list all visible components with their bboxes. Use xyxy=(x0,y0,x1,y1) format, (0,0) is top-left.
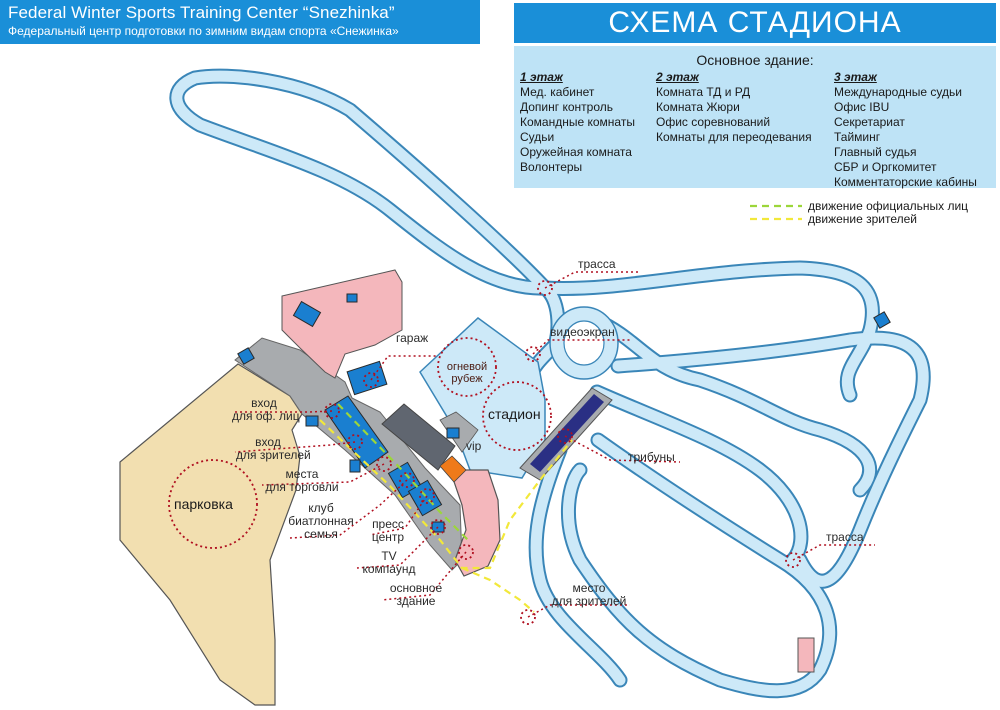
parking-small xyxy=(237,347,255,365)
header-subtitle-ru: Федеральный центр подготовки по зимним в… xyxy=(8,24,399,38)
floor1-item: Допинг контроль xyxy=(520,100,613,114)
legend-panel: Основное здание: 1 этаж Мед. кабинет Доп… xyxy=(514,46,996,190)
legend-floor2: 2 этаж Комната ТД и РД Комната Жюри Офис… xyxy=(656,70,812,145)
label-stadium: стадион xyxy=(488,406,541,422)
label-spectator-place: место для зрителей xyxy=(546,582,632,608)
label-trade: места для торговли xyxy=(260,468,344,494)
club-building-2[interactable] xyxy=(407,479,443,517)
label-club: клуб биатлонная семья xyxy=(288,502,354,541)
label-spectator-place-1: место xyxy=(572,581,606,595)
floor3-heading: 3 этаж xyxy=(834,70,877,84)
label-trade-2: для торговли xyxy=(265,480,339,494)
label-vip: vip xyxy=(466,439,482,453)
vip-building[interactable] xyxy=(439,455,467,483)
floor3-item: Международные судьи xyxy=(834,85,962,99)
map-title: СХЕМА СТАДИОНА xyxy=(514,3,996,43)
label-video-screen: видеоэкран xyxy=(550,325,615,339)
floor3-item: Комментаторские кабины xyxy=(834,175,977,189)
garage-small xyxy=(292,300,322,328)
floor1-item: Судьи xyxy=(520,130,555,144)
legend-floor3: 3 этаж Международные судьи Офис IBU Секр… xyxy=(834,70,977,190)
floor1-item: Волонтеры xyxy=(520,160,583,174)
floor2-item: Комната Жюри xyxy=(656,100,740,114)
garage-area[interactable] xyxy=(281,269,403,379)
label-club-2: биатлонная xyxy=(288,514,354,528)
legend-officials-label: движение официальных лиц xyxy=(808,199,969,213)
label-press-1: пресс xyxy=(372,517,404,531)
label-track-right: трасса xyxy=(826,530,864,544)
label-entrance-officials-2: для оф. лиц xyxy=(232,409,300,423)
label-track-top: трасса xyxy=(578,257,616,271)
label-tv: TV компаунд xyxy=(356,550,422,576)
markers xyxy=(168,280,801,625)
floor3-item: Офис IBU xyxy=(834,100,890,114)
label-entrance-officials-1: вход xyxy=(251,396,277,410)
label-garage: гараж xyxy=(396,331,429,345)
track-small xyxy=(873,311,891,329)
label-entrance-spectators: вход для зрителей xyxy=(236,435,311,462)
floor2-heading: 2 этаж xyxy=(656,70,699,84)
label-trade-1: места xyxy=(285,467,319,481)
label-main-building-1: основное xyxy=(389,581,443,595)
floor3-item: Секретариат xyxy=(834,115,905,129)
label-main-building: основное здание xyxy=(378,582,454,608)
top-small xyxy=(346,293,358,303)
label-parking: парковка xyxy=(174,496,233,512)
label-spectator-place-2: для зрителей xyxy=(551,594,627,608)
stands-dark xyxy=(530,394,604,472)
floor3-item: СБР и Оргкомитет xyxy=(834,160,937,174)
gray-building xyxy=(381,403,456,471)
label-entrance-officials: вход для оф. лиц xyxy=(232,396,300,423)
floor1-item: Командные комнаты xyxy=(520,115,635,129)
label-press: пресс центр xyxy=(366,518,410,544)
floor3-item: Тайминг xyxy=(834,130,881,144)
floor2-item: Офис соревнований xyxy=(656,115,771,129)
label-fire-line-2: рубеж xyxy=(451,373,483,385)
label-tv-2: компаунд xyxy=(362,562,416,576)
trade-small xyxy=(349,459,361,473)
legend-floor1: 1 этаж Мед. кабинет Допинг контроль Кома… xyxy=(520,70,635,175)
floor1-heading: 1 этаж xyxy=(520,70,563,84)
label-stands: трибуны xyxy=(628,450,675,464)
label-entrance-spectators-1: вход xyxy=(255,435,281,449)
ski-track-network xyxy=(169,68,931,699)
label-fire-line: огневой рубеж xyxy=(446,361,488,385)
label-press-2: центр xyxy=(371,530,405,544)
legend-spectators-label: движение зрителей xyxy=(808,212,918,226)
floor1-item: Оружейная комната xyxy=(520,145,632,159)
legend-lines xyxy=(750,204,802,221)
label-tv-1: TV xyxy=(381,549,397,563)
label-club-3: семья xyxy=(304,527,338,541)
floor2-item: Комнаты для переодевания xyxy=(656,130,812,144)
header-title-en: Federal Winter Sports Training Center “S… xyxy=(8,3,395,22)
main-building[interactable] xyxy=(449,469,501,577)
garage-building[interactable] xyxy=(346,360,388,396)
leader-lines xyxy=(234,271,875,618)
legend-building-heading: Основное здание: xyxy=(696,52,814,68)
header-banner: Federal Winter Sports Training Center “S… xyxy=(0,0,480,44)
floor2-item: Комната ТД и РД xyxy=(656,85,751,99)
label-fire-line-1: огневой xyxy=(446,361,488,373)
hut-building xyxy=(797,637,815,673)
floor1-item: Мед. кабинет xyxy=(520,85,595,99)
entrance-small xyxy=(305,415,319,427)
label-entrance-spectators-2: для зрителей xyxy=(236,448,311,462)
label-main-building-2: здание xyxy=(396,594,436,608)
vip-small xyxy=(446,427,460,439)
label-club-1: клуб xyxy=(308,501,334,515)
floor3-item: Главный судья xyxy=(834,145,917,159)
